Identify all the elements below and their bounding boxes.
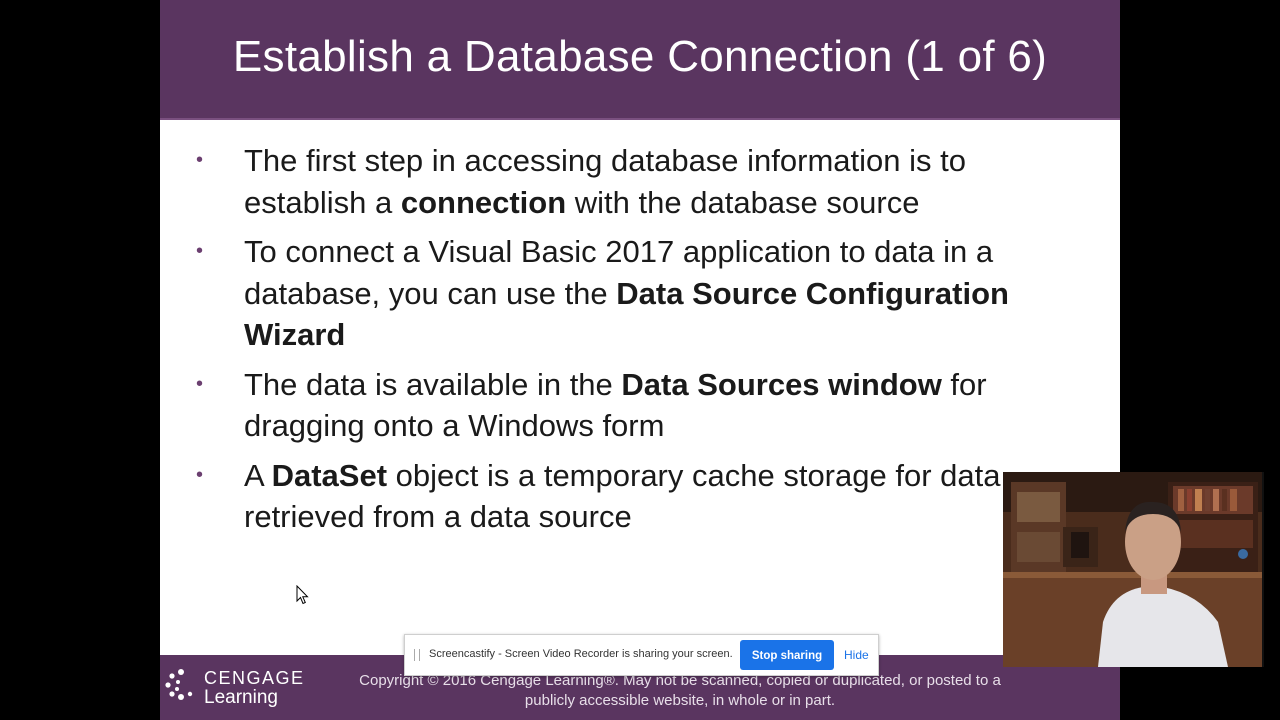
bullet-dot-icon: • bbox=[196, 372, 204, 395]
logo-wordmark: CENGAGE bbox=[204, 668, 305, 688]
drag-handle-icon[interactable] bbox=[414, 649, 420, 661]
bullet-list: • The first step in accessing database in… bbox=[160, 140, 1120, 546]
webcam-overlay bbox=[1003, 472, 1262, 667]
hide-link[interactable]: Hide bbox=[844, 648, 869, 662]
mouse-pointer-icon bbox=[296, 585, 309, 605]
bullet-text: To connect a Visual Basic 2017 applicati… bbox=[244, 234, 1009, 352]
screen-sharing-notification: Screencastify - Screen Video Recorder is… bbox=[404, 634, 879, 676]
bullet-item: • A DataSet object is a temporary cache s… bbox=[160, 455, 1120, 538]
bullet-dot-icon: • bbox=[196, 240, 204, 262]
slide-title: Establish a Database Connection (1 of 6) bbox=[232, 32, 1048, 81]
bullet-text: The first step in accessing database inf… bbox=[244, 143, 966, 220]
cengage-logo: CENGAGE Learning bbox=[164, 667, 304, 711]
bullet-item: • The first step in accessing database in… bbox=[160, 140, 1120, 223]
bullet-item: • To connect a Visual Basic 2017 applicat… bbox=[160, 231, 1120, 356]
webcam-border bbox=[1262, 472, 1264, 667]
title-bar: Establish a Database Connection (1 of 6) bbox=[160, 0, 1120, 120]
bullet-text: A DataSet object is a temporary cache st… bbox=[244, 457, 1001, 535]
bullet-dot-icon: • bbox=[196, 463, 204, 486]
slide: Establish a Database Connection (1 of 6)… bbox=[160, 0, 1120, 720]
logo-subtitle: Learning bbox=[204, 687, 278, 708]
stop-sharing-button[interactable]: Stop sharing bbox=[740, 640, 834, 670]
cengage-logo-icon bbox=[165, 669, 193, 700]
bullet-text: The data is available in the Data Source… bbox=[244, 366, 987, 444]
copyright-notice: Copyright © 2016 Cengage Learning®. May … bbox=[359, 672, 1001, 709]
bullet-item: • The data is available in the Data Sourc… bbox=[160, 364, 1120, 447]
bullet-dot-icon: • bbox=[196, 149, 204, 171]
sharing-message: Screencastify - Screen Video Recorder is… bbox=[429, 648, 733, 660]
